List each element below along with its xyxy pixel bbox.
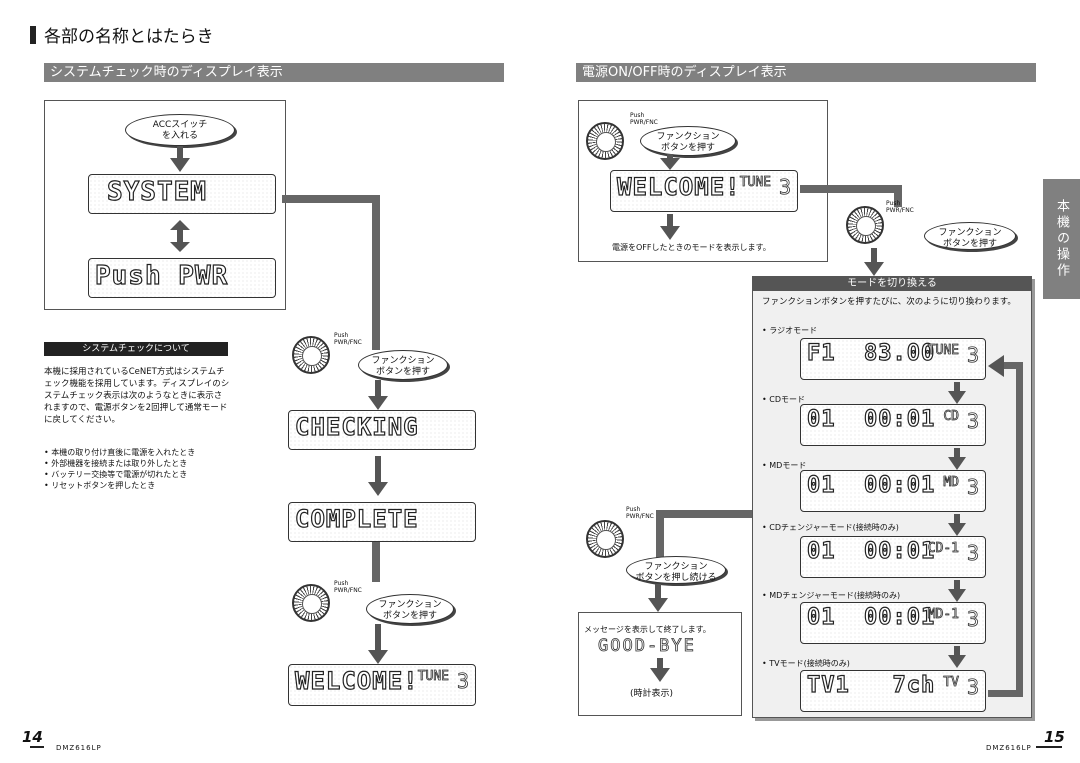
arrow-left-icon xyxy=(988,355,1004,377)
pwr-fnc-knob-icon xyxy=(586,122,624,160)
flow-line-top xyxy=(282,195,378,203)
about-bullets: • 本機の取り付け直後に電源を入れたとき • 外部機器を接続または取り外したとき… xyxy=(44,447,234,491)
lcd-digit-icon: 3 xyxy=(778,175,792,200)
mode-label-cd-changer: • CDチェンジャーモード(接続時のみ) xyxy=(762,523,899,532)
about-bullet: • バッテリー交換等で電源が切れたとき xyxy=(44,470,188,479)
loop-line-top xyxy=(1000,362,1022,369)
arrow-down-icon xyxy=(648,584,668,612)
func-bubble-left-1: ファンクションボタンを押す xyxy=(358,350,448,380)
arrow-down-icon xyxy=(368,624,388,664)
side-tab: 本機の操作 xyxy=(1043,179,1080,299)
title-mark xyxy=(30,26,36,44)
arrow-down-icon xyxy=(948,448,966,470)
flow-line-complete xyxy=(372,542,380,582)
arrow-down-icon xyxy=(660,214,680,240)
mode-title: モードを切り換える xyxy=(752,276,1032,291)
flow-line-hold xyxy=(656,510,752,518)
arrow-down-icon xyxy=(660,154,680,170)
pwr-fnc-knob-icon xyxy=(586,520,624,558)
clock-caption: (時計表示) xyxy=(630,689,674,699)
arrow-down-icon xyxy=(368,456,388,496)
mode-label-cd: • CDモード xyxy=(762,395,806,404)
flow-line-right-down xyxy=(894,185,902,207)
pwr-fnc-knob-icon xyxy=(846,206,884,244)
arrow-down-icon xyxy=(170,146,190,172)
lcd-welcome-right-sub: TUNE xyxy=(739,175,771,191)
about-bullet: • 本機の取り付け直後に電源を入れたとき xyxy=(44,448,196,457)
loop-line-bottom xyxy=(988,690,1022,697)
lcd-welcome-left-sub: TUNE xyxy=(417,669,449,685)
end-caption: メッセージを表示して終了します。 xyxy=(584,625,711,634)
double-arrow-icon xyxy=(170,220,190,252)
mode-label-md: • MDモード xyxy=(762,461,807,470)
acc-bubble-line2: を入れる xyxy=(161,131,198,141)
pwr-fnc-knob-icon xyxy=(292,336,330,374)
lcd-checking-text: CHECKING xyxy=(294,412,419,441)
arrow-down-icon xyxy=(864,248,884,276)
flow-line-right-top xyxy=(800,185,900,193)
about-bullet: • リセットボタンを押したとき xyxy=(44,481,156,490)
arrow-down-icon xyxy=(368,380,388,410)
page-title: 各部の名称とはたらき xyxy=(44,27,214,47)
off-caption: 電源をOFFしたときのモードを表示します。 xyxy=(612,243,771,252)
model-left: DMZ616LP xyxy=(56,744,102,752)
pwr-fnc-knob-icon xyxy=(292,584,330,622)
about-text: 本機に採用されているCeNET方式はシステムチェック機能を採用しています。ディス… xyxy=(44,367,230,425)
model-right: DMZ616LP xyxy=(986,744,1032,752)
arrow-down-icon xyxy=(948,646,966,668)
lcd-system-text: SYSTEM xyxy=(106,176,207,207)
lcd-complete-text: COMPLETE xyxy=(294,504,419,533)
arrow-down-icon xyxy=(650,658,670,682)
lcd-checking: CHECKING xyxy=(288,410,476,450)
lcd-push-pwr: Push PWR xyxy=(88,258,276,298)
about-title: システムチェックについて xyxy=(44,342,228,356)
flow-line-hold-down xyxy=(656,510,664,558)
arrow-down-icon xyxy=(948,514,966,536)
lcd-welcome-left-text: WELCOME! xyxy=(294,666,419,695)
mode-label-tv: • TVモード(接続時のみ) xyxy=(762,659,850,668)
mode-label-radio: • ラジオモード xyxy=(762,326,818,335)
section-header-system-check: システムチェック時のディスプレイ表示 xyxy=(44,63,504,82)
lcd-welcome-right: WELCOME! TUNE 3 xyxy=(610,170,798,212)
func-bubble-right: ファンクションボタンを押す xyxy=(924,222,1016,250)
func-bubble-left-2: ファンクションボタンを押す xyxy=(366,594,454,624)
func-bubble-top: ファンクションボタンを押す xyxy=(640,126,736,156)
lcd-digit-icon: 3 xyxy=(456,669,470,694)
lcd-welcome-left: WELCOME! TUNE 3 xyxy=(288,664,476,706)
acc-switch-bubble: ACCスイッチ を入れる xyxy=(125,114,235,146)
footer-rule-left xyxy=(30,746,44,748)
goodbye-text: GOOD-BYE xyxy=(598,636,696,657)
lcd-complete: COMPLETE xyxy=(288,502,476,542)
func-bubble-hold: ファンクションボタンを押し続ける xyxy=(626,556,726,584)
page-number-left: 14 xyxy=(22,728,43,746)
mode-label-md-changer: • MDチェンジャーモード(接続時のみ) xyxy=(762,591,901,600)
section-header-power: 電源ON/OFF時のディスプレイ表示 xyxy=(576,63,1036,82)
page-number-right: 15 xyxy=(1044,728,1065,746)
mode-text: ファンクションボタンを押すたびに、次のように切り換わります。 xyxy=(762,297,1016,307)
arrow-down-icon xyxy=(948,580,966,602)
lcd-system: SYSTEM xyxy=(88,174,276,214)
footer-rule-right xyxy=(1036,746,1062,748)
loop-line-vertical xyxy=(1016,362,1023,697)
acc-bubble-line1: ACCスイッチ xyxy=(152,120,208,130)
flow-line-vertical xyxy=(372,195,380,350)
about-bullet: • 外部機器を接続または取り外したとき xyxy=(44,459,188,468)
lcd-welcome-right-text: WELCOME! xyxy=(616,172,741,201)
lcd-push-pwr-text: Push PWR xyxy=(94,260,229,291)
arrow-down-icon xyxy=(948,382,966,404)
